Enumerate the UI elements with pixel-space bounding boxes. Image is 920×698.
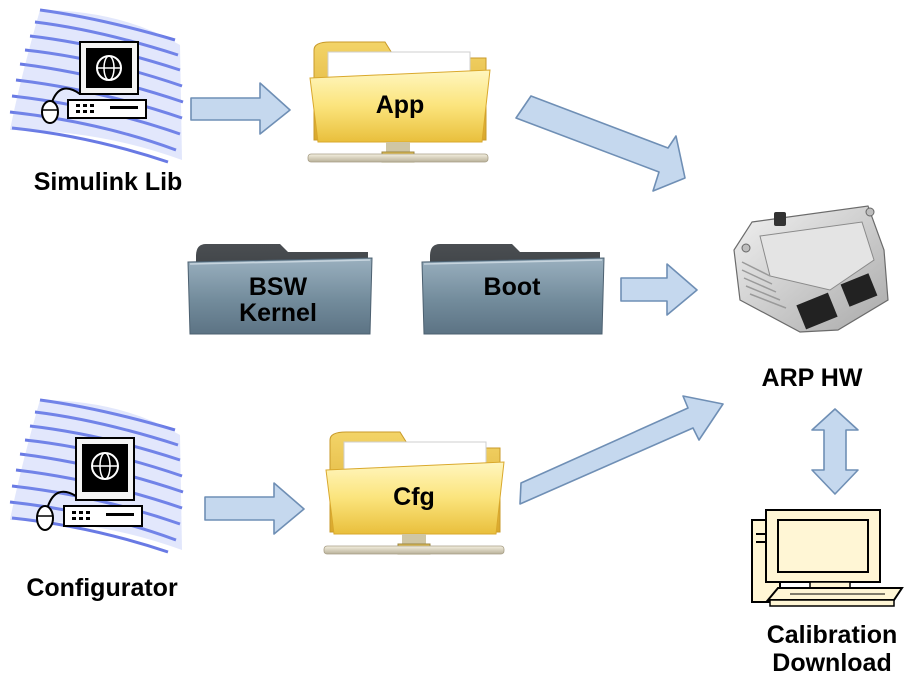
bsw-kernel-folder-label: BSW Kernel: [218, 274, 338, 327]
arrow-simulink-to-app: [190, 82, 291, 135]
bsw-label-line1: BSW: [248, 273, 308, 301]
configurator-computer-icon: [9, 398, 184, 554]
bsw-kernel-folder-icon: [187, 244, 373, 335]
app-folder-label: App: [375, 91, 425, 119]
arrow-boot-to-hw: [620, 263, 698, 316]
calibration-label-line2: Download: [772, 648, 892, 677]
calibration-download-label: Calibration Download: [752, 621, 912, 677]
arp-hw-label: ARP HW: [761, 364, 863, 392]
calibration-label-line1: Calibration: [766, 621, 898, 649]
boot-folder-label: Boot: [483, 273, 541, 301]
configurator-label: Configurator: [26, 574, 178, 602]
cfg-folder-label: Cfg: [393, 483, 435, 511]
simulink-computer-icon: [9, 8, 184, 164]
cfg-folder-icon: [323, 431, 505, 555]
arrow-configurator-to-cfg: [204, 482, 305, 535]
app-folder-icon: [307, 41, 491, 163]
ecu-hardware-icon: [733, 205, 889, 333]
arrow-hw-calibration-bidirectional: [811, 408, 859, 495]
calibration-workstation-icon: [751, 509, 904, 607]
arrow-cfg-to-hw: [519, 395, 724, 505]
boot-folder-icon: [421, 244, 605, 335]
simulink-lib-label: Simulink Lib: [33, 168, 183, 196]
arrow-app-to-hw: [515, 95, 686, 192]
bsw-label-line2: Kernel: [239, 299, 317, 328]
